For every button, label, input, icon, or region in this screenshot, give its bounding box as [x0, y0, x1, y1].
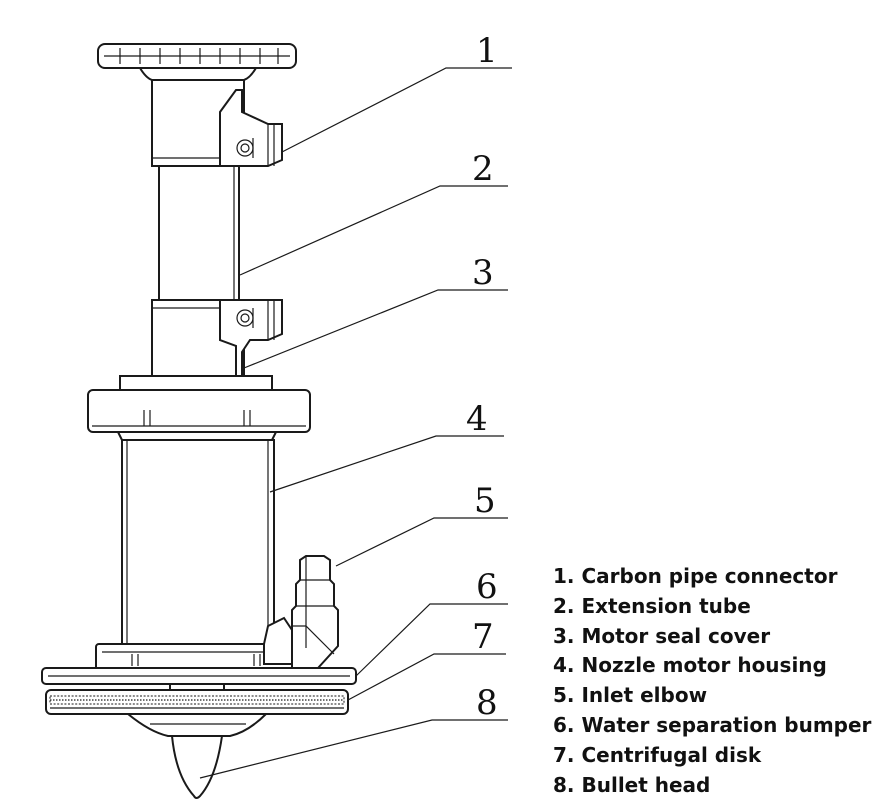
inlet-elbow: [291, 555, 339, 669]
lower-connector: [151, 299, 283, 377]
leader-lines: [199, 67, 512, 779]
water-separation-bumper: [41, 667, 357, 691]
carbon-pipe-connector: [151, 79, 283, 167]
callout-numbers: 1 2 3 4 5 6 7 8: [466, 31, 498, 723]
callout-number-4: 4: [466, 399, 488, 439]
motor-seal-cover: [87, 375, 311, 441]
base-ring: [95, 616, 299, 671]
callout-number-3: 3: [472, 253, 494, 293]
callout-number-7: 7: [472, 617, 494, 657]
nozzle-motor-housing: [121, 439, 275, 645]
centrifugal-disk: [45, 689, 349, 715]
legend-item: 5. Inlet elbow: [553, 683, 708, 708]
callout-number-6: 6: [476, 567, 498, 607]
legend-item: 6. Water separation bumper: [553, 712, 872, 737]
parts-legend: 1. Carbon pipe connector 2. Extension tu…: [553, 562, 871, 800]
callout-number-5: 5: [474, 481, 496, 521]
bullet-head: [125, 713, 269, 799]
legend-item: 3. Motor seal cover: [553, 623, 771, 648]
legend-item: 7. Centrifugal disk: [553, 742, 762, 767]
top-flange: [97, 43, 297, 81]
callout-number-8: 8: [476, 683, 498, 723]
callout-number-1: 1: [476, 31, 498, 71]
legend-item: 2. Extension tube: [553, 593, 751, 618]
legend-item: 1. Carbon pipe connector: [553, 564, 838, 588]
legend-item: 8. Bullet head: [553, 772, 711, 797]
callout-number-2: 2: [472, 149, 494, 189]
legend-item: 4. Nozzle motor housing: [553, 653, 827, 678]
extension-tube: [158, 165, 240, 301]
